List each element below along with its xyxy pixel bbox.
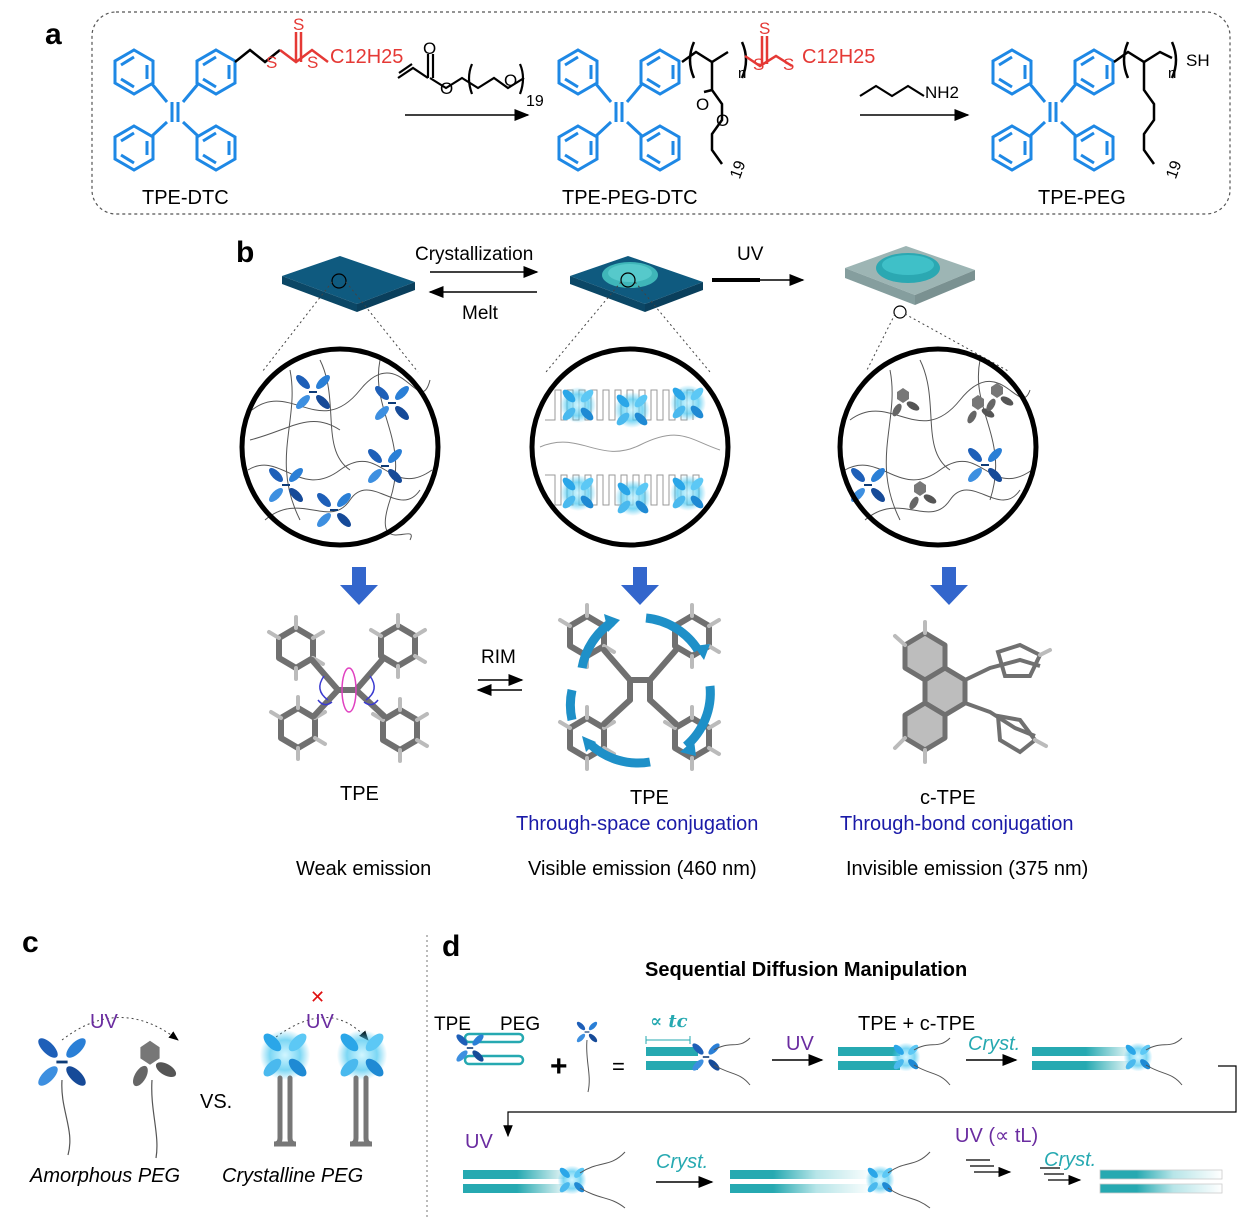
cryst-label-2: Cryst. — [656, 1151, 709, 1173]
zoom-amorphous — [239, 346, 441, 548]
acrylate-carbonyl-o: O — [423, 39, 437, 58]
zoom-crystalline — [529, 346, 731, 548]
film-crystallized — [570, 256, 703, 312]
emission-visible: Visible emission (460 nm) — [528, 858, 757, 880]
zoom-uv — [837, 346, 1039, 548]
rim-label: RIM — [481, 647, 516, 668]
peg-dtc-alkyl-chain: C12H25 — [802, 46, 876, 68]
molecule-tpe-left: TPE — [340, 783, 379, 805]
acrylate-repeat: 19 — [526, 93, 544, 110]
uv-label-c-crystalline: UV — [306, 1011, 334, 1033]
thiol-label: SH — [1186, 51, 1210, 70]
vs-label: VS. — [200, 1091, 233, 1113]
emission-weak: Weak emission — [296, 858, 432, 880]
atom-s-2: S — [293, 15, 305, 34]
atom-s-6: S — [783, 55, 795, 74]
acrylate-end-o: O — [504, 71, 518, 90]
uv-label-c-amorphous: UV — [90, 1011, 118, 1033]
cryst-label-3: Cryst. — [1044, 1149, 1097, 1171]
compound-tpe-dtc: TPE-DTC — [142, 187, 229, 209]
atom-s-1: S — [266, 53, 278, 72]
uv-tl-label: UV (∝ tL) — [955, 1125, 1039, 1147]
peg-label-d: PEG — [500, 1014, 541, 1035]
emission-invisible: Invisible emission (375 nm) — [846, 858, 1089, 880]
through-bond-label: Through-bond conjugation — [840, 813, 1074, 835]
tpe-dtc-structure — [115, 50, 235, 170]
amorphous-peg-label: Amorphous PEG — [30, 1165, 181, 1187]
plus-sign: + — [550, 1050, 568, 1083]
equals-sign: = — [612, 1054, 625, 1079]
compound-tpe-peg-dtc: TPE-PEG-DTC — [562, 187, 698, 209]
atom-s-5: S — [759, 19, 771, 38]
atom-s-4: S — [753, 55, 765, 74]
melt-label: Melt — [462, 303, 498, 324]
film-uv-irradiated — [845, 246, 975, 319]
panel-b-label: b — [236, 236, 255, 269]
acrylate-ester-o: O — [440, 79, 454, 98]
amine-label: NH2 — [925, 83, 960, 102]
atom-s-3: S — [307, 53, 319, 72]
peg-dtc-o-2: O — [716, 111, 730, 130]
compound-tpe-peg: TPE-PEG — [1038, 187, 1126, 209]
uv-label-b: UV — [737, 244, 764, 265]
panel-d-graphics — [453, 1019, 1237, 1209]
cryst-label-1: Cryst. — [968, 1033, 1021, 1055]
blocked-cross-icon: ✕ — [310, 987, 326, 1007]
film-amorphous — [282, 256, 415, 312]
repeat-n-2: n — [1168, 65, 1177, 82]
panel-a-label: a — [45, 18, 62, 51]
tpe-3d-middle — [560, 605, 719, 769]
peg-dtc-o-1: O — [696, 95, 710, 114]
tpe-label-d: TPE — [434, 1014, 471, 1035]
ctpe-3d — [893, 620, 1052, 764]
molecule-ctpe: c-TPE — [920, 787, 976, 809]
tpe-peg-structure — [993, 50, 1113, 170]
panel-d-title: Sequential Diffusion Manipulation — [645, 959, 968, 981]
repeat-n-1: n — [738, 65, 747, 82]
panel-d-label: d — [442, 930, 461, 963]
dtc-alkyl-chain: C12H25 — [330, 46, 404, 68]
uv-label-d-2: UV — [465, 1131, 493, 1153]
tpe-3d-left — [269, 615, 427, 761]
tpe-ctpe-label: TPE + c-TPE — [858, 1013, 976, 1035]
crystalline-peg-label: Crystalline PEG — [222, 1165, 364, 1187]
crystallization-label: Crystallization — [415, 244, 534, 265]
through-space-label: Through-space conjugation — [516, 813, 759, 835]
panel-c-label: c — [22, 926, 39, 959]
molecule-tpe-middle: TPE — [630, 787, 669, 809]
panel-c-graphics — [33, 1017, 388, 1159]
tpe-peg-dtc-structure — [559, 50, 679, 170]
uv-label-d-1: UV — [786, 1033, 814, 1055]
tc-label: ∝ tc — [650, 1011, 688, 1032]
